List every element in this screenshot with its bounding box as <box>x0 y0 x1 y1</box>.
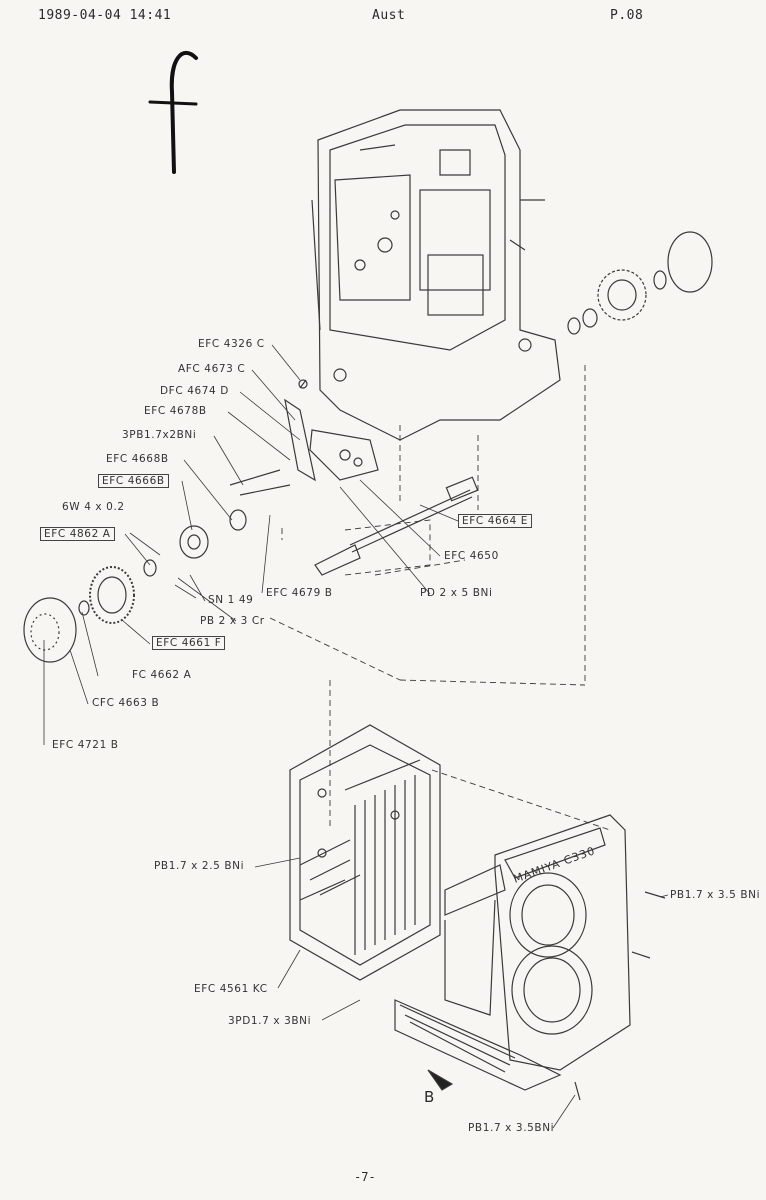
camera-body-frame <box>311 109 561 441</box>
part-label-pb17x25bni: PB1.7 x 2.5 BNi <box>154 860 245 872</box>
fax-sender: Aust <box>372 8 406 23</box>
part-label-pb17x35bni-right: PB1.7 x 3.5 BNi <box>670 889 761 901</box>
focus-shaft <box>314 476 479 576</box>
part-label-efc4679b: EFC 4679 B <box>266 587 333 599</box>
film-advance-knob-parts <box>567 231 713 335</box>
part-label-efc4561kc: EFC 4561 KC <box>194 983 268 995</box>
part-label-efc4721b: EFC 4721 B <box>52 739 119 751</box>
mounting-screws <box>574 891 666 1101</box>
part-label-fc4662a: FC 4662 A <box>132 669 192 681</box>
part-leader-lines <box>43 344 669 1129</box>
part-label-efc4666b: EFC 4666B <box>98 474 169 488</box>
part-label-pd2x5bni: PD 2 x 5 BNi <box>420 587 493 599</box>
lens-board-front-standard <box>394 814 631 1091</box>
part-label-sn149: SN 1 49 <box>208 594 254 606</box>
part-label-efc4668b: EFC 4668B <box>106 453 169 465</box>
part-label-cfc4663b: CFC 4663 B <box>92 697 160 709</box>
part-label-efc4862a: EFC 4862 A <box>40 527 115 541</box>
camera-brand-text: MAMIYA C330 <box>512 844 598 886</box>
view-b-label: B <box>424 1088 435 1106</box>
part-label-efc4661f: EFC 4661 F <box>152 636 226 650</box>
assembly-guide-lines <box>269 365 611 831</box>
view-b-arrow-icon <box>427 1069 454 1091</box>
bellows-unit <box>289 724 441 981</box>
part-label-3pb17x2bni: 3PB1.7x2BNi <box>122 429 197 441</box>
fax-page-number: P.08 <box>610 8 644 23</box>
part-label-dfc4674d: DFC 4674 D <box>160 385 229 397</box>
focus-knob-parts <box>23 469 291 663</box>
part-label-6w4x02: 6W 4 x 0.2 <box>62 501 125 513</box>
part-label-pb2x3cr: PB 2 x 3 Cr <box>200 615 265 627</box>
part-label-efc4650: EFC 4650 <box>444 550 499 562</box>
page-footer-number: -7- <box>354 1170 376 1184</box>
part-label-efc4664e: EFC 4664 E <box>458 514 533 528</box>
focus-lever-assembly <box>284 379 379 482</box>
handwritten-f-mark <box>148 50 198 174</box>
part-label-efc4678b: EFC 4678B <box>144 405 207 417</box>
part-label-pb17x35bni-bottom: PB1.7 x 3.5BNi <box>468 1122 555 1134</box>
part-label-3pd17x3bni: 3PD1.7 x 3BNi <box>228 1015 312 1027</box>
part-label-afc4673c: AFC 4673 C <box>178 363 246 375</box>
part-label-efc4326c: EFC 4326 C <box>198 338 265 350</box>
fax-timestamp: 1989-04-04 14:41 <box>38 8 172 23</box>
